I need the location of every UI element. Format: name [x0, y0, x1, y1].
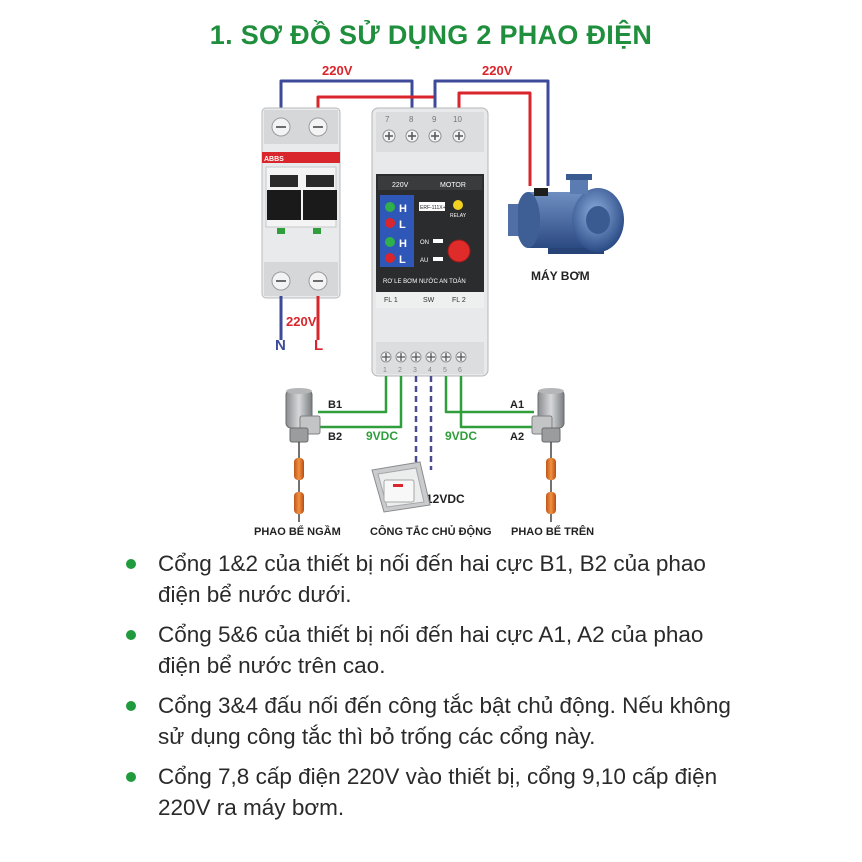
- note-item: Cổng 7,8 cấp điện 220V vào thiết bị, cổn…: [126, 761, 746, 823]
- relay-fl1-label: FL 1: [384, 297, 398, 304]
- relay-red-button[interactable]: [447, 239, 471, 263]
- led-l1: [385, 218, 395, 228]
- relay-label-motor: MOTOR: [440, 182, 466, 189]
- bullet-icon: [126, 630, 136, 640]
- led-h1-label: H: [399, 203, 407, 215]
- relay-fl2-label: FL 2: [452, 297, 466, 304]
- terminal-4: 4: [428, 367, 432, 374]
- note-text: Cổng 3&4 đấu nối đến công tắc bật chủ độ…: [158, 693, 731, 749]
- voltage-label-right-low: 9VDC: [445, 429, 477, 443]
- relay-label-220v: 220V: [392, 182, 409, 189]
- notes-list: Cổng 1&2 của thiết bị nối đến hai cực B1…: [126, 548, 746, 832]
- diagram-title: 1. SƠ ĐỒ SỬ DỤNG 2 PHAO ĐIỆN: [209, 20, 653, 50]
- wire-a2: [459, 376, 534, 429]
- note-text: Cổng 5&6 của thiết bị nối đến hai cực A1…: [158, 622, 704, 678]
- water-pump: [508, 174, 624, 254]
- bullet-icon: [126, 559, 136, 569]
- terminal-8: 8: [409, 115, 414, 124]
- terminal-7: 7: [385, 115, 390, 124]
- pump-label: MÁY BƠM: [531, 268, 590, 283]
- terminal-5: 5: [443, 367, 447, 374]
- relay-indicator: [453, 200, 463, 210]
- terminal-9: 9: [432, 115, 437, 124]
- manual-switch: [371, 461, 431, 513]
- wire-right-red: [457, 91, 532, 186]
- float-wires: [318, 376, 534, 429]
- bottom-terminals: [380, 351, 467, 363]
- led-h2-label: H: [399, 238, 407, 250]
- note-text: Cổng 1&2 của thiết bị nối đến hai cực B1…: [158, 551, 706, 607]
- wire-b1: [318, 376, 388, 414]
- breaker-brand: ABBS: [264, 156, 284, 163]
- wire-a1: [444, 376, 534, 414]
- led-l1-label: L: [399, 219, 406, 231]
- voltage-label-top-left: 220V: [322, 63, 353, 78]
- neutral-label: N: [275, 337, 286, 354]
- relay-model: ERF-111X+: [420, 205, 446, 211]
- relay-indicator-label: RELAY: [450, 213, 467, 219]
- water-pump-relay: 7 8 9 10 220V MOTOR H L H L ERF-111X+ RE…: [371, 107, 489, 377]
- top-wires: [279, 79, 550, 186]
- mode-au-label: AU: [420, 258, 428, 264]
- wire-label-a2: A2: [510, 431, 524, 443]
- bullet-icon: [126, 772, 136, 782]
- wire-label-b2: B2: [328, 431, 342, 443]
- terminal-2: 2: [398, 367, 402, 374]
- note-item: Cổng 1&2 của thiết bị nối đến hai cực B1…: [126, 548, 746, 610]
- wire-label-a1: A1: [510, 399, 524, 411]
- wire-label-b1: B1: [328, 399, 342, 411]
- line-label: L: [314, 337, 323, 354]
- voltage-label-top-right: 220V: [482, 63, 513, 78]
- circuit-breaker: ABBS: [261, 107, 341, 299]
- relay-product-name: RƠ LE BƠM NƯỚC AN TOÀN: [383, 278, 466, 285]
- terminal-6: 6: [458, 367, 462, 374]
- led-h1: [385, 202, 395, 212]
- terminal-1: 1: [383, 367, 387, 374]
- voltage-label-switch: 12VDC: [426, 492, 465, 506]
- note-item: Cổng 5&6 của thiết bị nối đến hai cực A1…: [126, 619, 746, 681]
- wire-right-blue: [433, 79, 550, 186]
- note-item: Cổng 3&4 đấu nối đến công tắc bật chủ độ…: [126, 690, 746, 752]
- bullet-icon: [126, 701, 136, 711]
- terminal-10: 10: [453, 115, 462, 124]
- voltage-label-left-low: 9VDC: [366, 429, 398, 443]
- led-h2: [385, 237, 395, 247]
- note-text: Cổng 7,8 cấp điện 220V vào thiết bị, cổn…: [158, 764, 718, 820]
- switch-label: CÔNG TẮC CHỦ ĐỘNG: [370, 525, 492, 538]
- float-switch-lower: [285, 388, 321, 522]
- led-l2-label: L: [399, 254, 406, 266]
- wire-b2: [318, 376, 403, 429]
- float-switch-upper: [531, 388, 565, 522]
- float-lower-label: PHAO BỂ NGẦM: [254, 525, 341, 538]
- relay-sw-label: SW: [423, 297, 435, 304]
- mode-on-label: ON: [420, 240, 429, 246]
- breaker-voltage-label: 220V: [286, 314, 317, 329]
- float-upper-label: PHAO BỂ TRÊN: [511, 525, 594, 538]
- terminal-3: 3: [413, 367, 417, 374]
- led-l2: [385, 253, 395, 263]
- switch-wires: [414, 376, 433, 470]
